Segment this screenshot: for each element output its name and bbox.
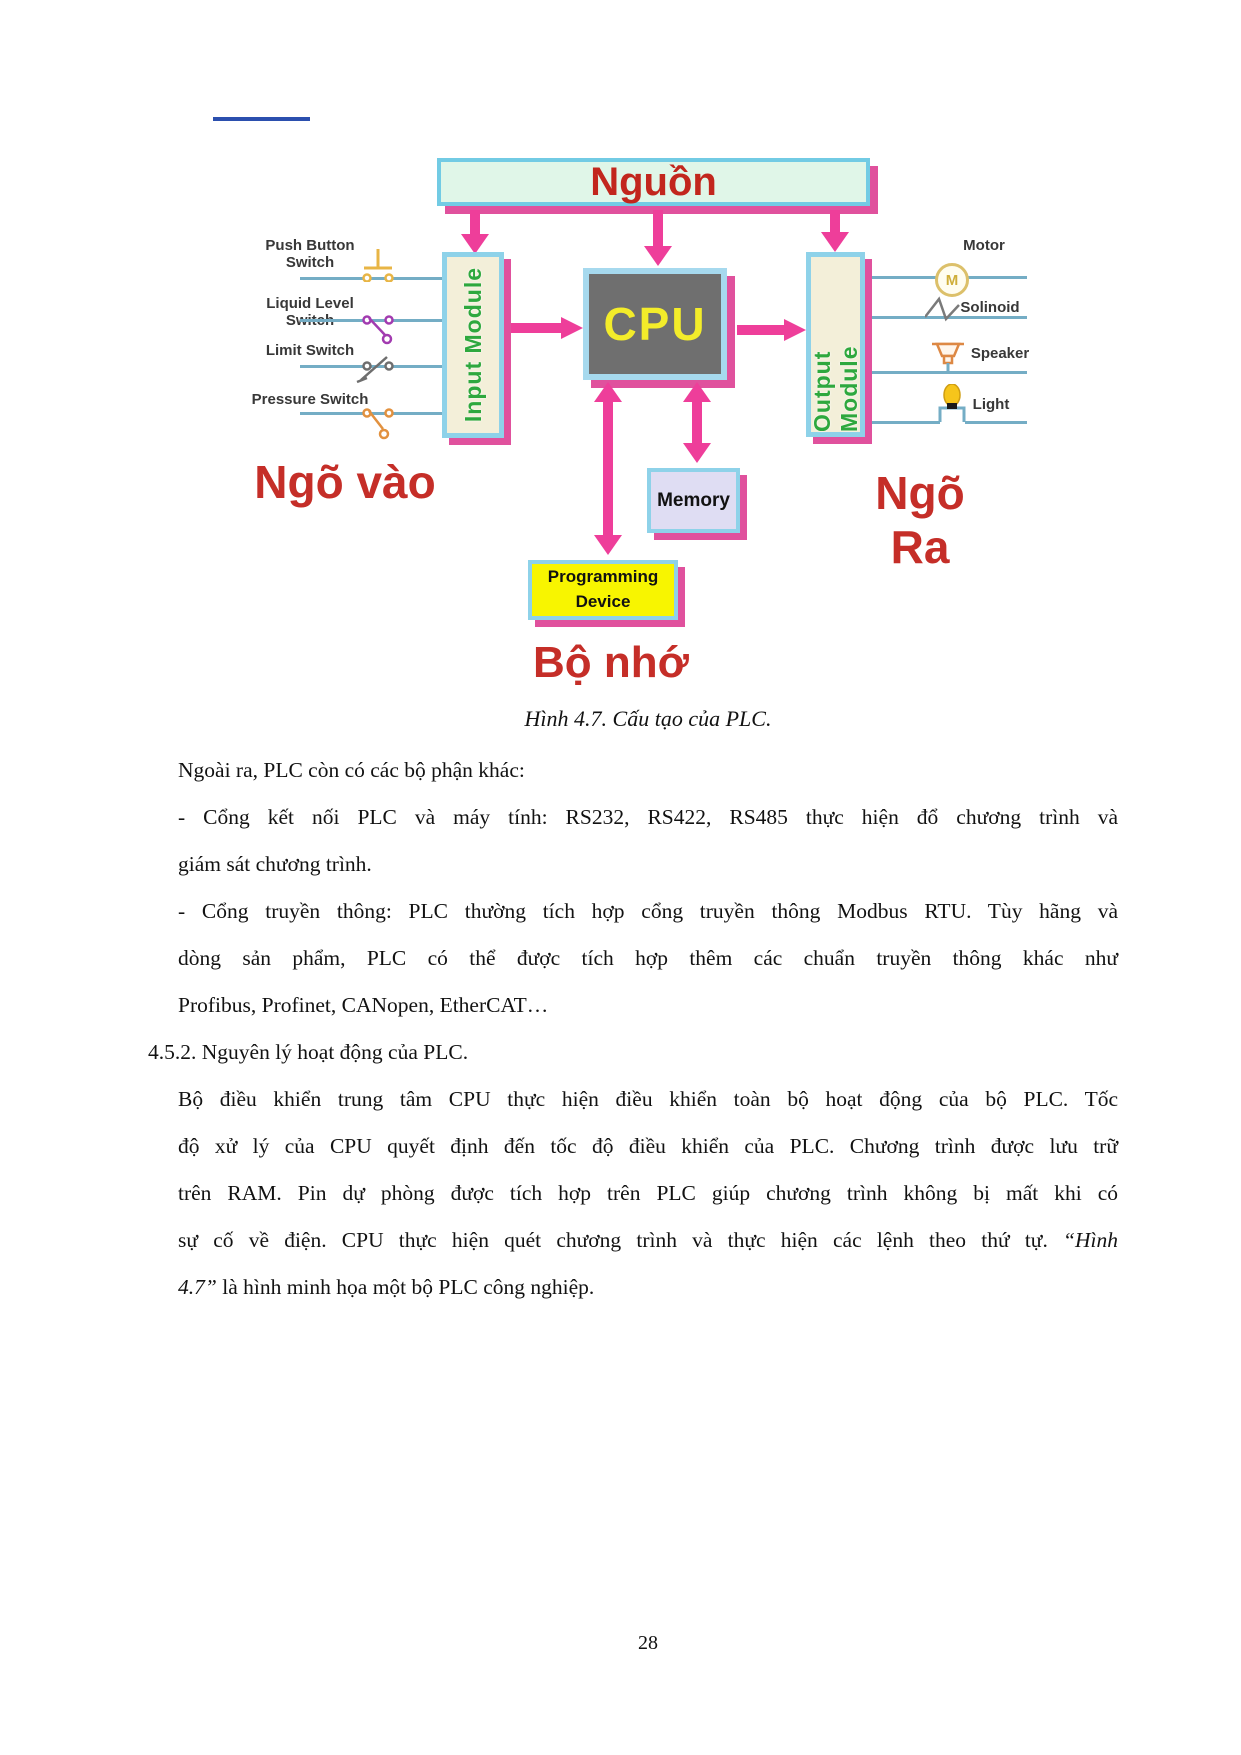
arrowhead-down-icon — [461, 234, 489, 254]
output-device-label: Speaker — [970, 345, 1030, 362]
figure-caption: Hình 4.7. Cấu tạo của PLC. — [524, 706, 772, 731]
programming-device-label-line2: Device — [575, 592, 631, 611]
output-wire — [872, 316, 1027, 319]
memory-label: Memory — [657, 490, 730, 511]
arrowhead-down-icon — [644, 246, 672, 266]
text-line: độ xử lý của CPU quyết định đến tốc độ đ… — [178, 1134, 1118, 1158]
text-line: dòng sản phẩm, PLC có thể được tích hợp … — [178, 946, 1118, 970]
arrowhead-down-icon — [821, 232, 849, 252]
arrow-input-to-cpu — [511, 323, 561, 333]
limit-switch-icon — [356, 356, 394, 384]
programming-device-box: Programming Device — [528, 560, 678, 620]
light-bulb-icon — [938, 384, 966, 422]
liquid-level-switch-icon — [362, 315, 394, 345]
arrow-power-to-cpu — [653, 210, 663, 248]
arrow-power-to-input — [470, 210, 480, 236]
cpu-box: CPU — [583, 268, 727, 380]
arrowhead-right-icon — [561, 317, 583, 339]
programming-device-label-line1: Programming — [547, 567, 659, 587]
text-line: 4.7” là hình minh họa một bộ PLC công ng… — [178, 1275, 595, 1299]
output-module-box: Output Module — [806, 252, 865, 437]
output-device-label: Motor — [963, 237, 1005, 254]
output-device-label: Light — [972, 396, 1010, 413]
input-device-label: Limit Switch — [265, 342, 355, 359]
motor-icon-letter: M — [945, 271, 959, 289]
motor-icon: M — [935, 263, 969, 297]
cpu-label: CPU — [603, 298, 707, 350]
power-label: Nguồn — [590, 160, 717, 204]
memory-box: Memory — [647, 468, 740, 533]
arrow-cpu-programming — [603, 400, 613, 537]
arrowhead-down-icon — [683, 443, 711, 463]
output-group-label: Ngõ Ra — [875, 467, 965, 573]
section-heading: 4.5.2. Nguyên lý hoạt động của PLC. — [148, 1040, 469, 1064]
page-number: 28 — [638, 1632, 658, 1654]
input-module-label: Input Module — [459, 267, 486, 423]
text-line: Profibus, Profinet, CANopen, EtherCAT… — [178, 993, 549, 1017]
output-device-label: Solinoid — [960, 299, 1020, 316]
output-wire — [872, 421, 940, 424]
arrow-cpu-memory — [692, 400, 702, 445]
arrowhead-right-icon — [784, 319, 806, 341]
text-line: - Cổng kết nối PLC và máy tính: RS232, R… — [178, 805, 1118, 829]
output-wire — [872, 371, 1027, 374]
arrowhead-up-icon — [594, 382, 622, 402]
text-line: sự cố về điện. CPU thực hiện quét chương… — [178, 1228, 1118, 1252]
output-module-label: Output Module — [808, 345, 862, 433]
text-line: giám sát chương trình. — [178, 852, 372, 876]
text-line: Ngoài ra, PLC còn có các bộ phận khác: — [178, 758, 525, 782]
input-device-label: Pressure Switch — [251, 391, 369, 408]
speaker-icon — [932, 342, 964, 372]
text-line: Bộ điều khiển trung tâm CPU thực hiện đi… — [178, 1087, 1118, 1111]
arrowhead-up-icon — [683, 382, 711, 402]
body-text: Ngoài ra, PLC còn có các bộ phận khác: - … — [148, 747, 1118, 1311]
output-wire — [965, 421, 1027, 424]
arrow-power-to-output — [830, 210, 840, 234]
input-device-label: Push Button Switch — [265, 237, 355, 271]
header-rule — [213, 117, 310, 121]
solenoid-icon — [925, 296, 960, 322]
text-line: trên RAM. Pin dự phòng được tích hợp trê… — [178, 1181, 1118, 1205]
power-box: Nguồn — [437, 158, 870, 206]
pressure-switch-icon — [362, 408, 394, 440]
memory-group-label: Bộ nhớ — [533, 638, 689, 687]
input-group-label: Ngõ vào — [254, 456, 436, 508]
arrowhead-down-icon — [594, 535, 622, 555]
push-button-switch-icon — [362, 249, 394, 282]
text-line: - Cổng truyền thông: PLC thường tích hợp… — [178, 899, 1118, 923]
arrow-cpu-to-output — [737, 325, 784, 335]
input-module-box: Input Module — [442, 252, 504, 438]
